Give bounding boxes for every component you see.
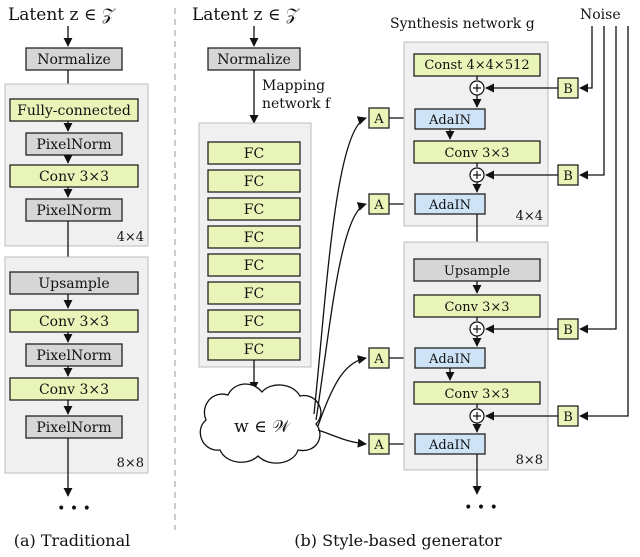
plus-icon-1: [473, 84, 481, 92]
synthesis-conv-label-1: Conv 3×3: [444, 146, 509, 161]
plus-icon-4: [473, 412, 481, 420]
traditional-upsample-box: [9, 271, 139, 295]
mapping-fc-stack: FC FC FC FC FC FC FC FC: [207, 141, 301, 361]
style-latent-label: Latent z ∈ 𝒵: [192, 5, 300, 25]
mapping-label-1: Mapping: [262, 78, 325, 94]
style-caption: (b) Style-based generator: [294, 531, 502, 550]
fc-box-5: [207, 253, 301, 277]
b-label-4: B: [563, 410, 573, 425]
fc-label-1: FC: [244, 146, 264, 162]
fc-label-7: FC: [244, 314, 264, 330]
traditional-normalize-box: [25, 47, 123, 71]
synthesis-resolution-8x8: 8×8: [516, 453, 543, 468]
fc-box-4: [207, 225, 301, 249]
traditional-conv-box-3: [9, 377, 139, 401]
noise-label: Noise: [580, 7, 621, 23]
style-based-generator: Latent z ∈ 𝒵 Normalize Mapping network f…: [192, 5, 629, 550]
traditional-latent-label: Latent z ∈ 𝒵: [8, 5, 116, 25]
traditional-fc-label: Fully-connected: [17, 103, 131, 119]
w-space-label: w ∈ 𝒲: [234, 417, 292, 437]
fc-label-2: FC: [244, 174, 264, 190]
a-label-4: A: [373, 438, 384, 453]
b-label-1: B: [563, 82, 573, 97]
traditional-conv-box-1: [9, 164, 139, 188]
traditional-pixelnorm-box-4: [25, 415, 123, 439]
style-ellipsis: • • •: [464, 500, 498, 516]
style-normalize-label: Normalize: [217, 52, 291, 68]
adain-box-2: [414, 193, 486, 215]
traditional-conv-label-1: Conv 3×3: [39, 169, 109, 185]
fc-box-6: [207, 281, 301, 305]
b-label-2: B: [563, 169, 573, 184]
adain-label-3: AdaIN: [428, 352, 471, 367]
adain-label-1: AdaIN: [428, 113, 471, 128]
fc-label-5: FC: [244, 258, 264, 274]
synthesis-resolution-4x4: 4×4: [516, 209, 543, 224]
fc-label-6: FC: [244, 286, 264, 302]
adain-box-4: [414, 433, 486, 455]
fc-box-7: [207, 309, 301, 333]
traditional-pixelnorm-box-1: [25, 132, 123, 156]
traditional-caption: (a) Traditional: [14, 531, 130, 550]
traditional-conv-label-2: Conv 3×3: [39, 314, 109, 330]
traditional-pixelnorm-label-4: PixelNorm: [36, 420, 111, 436]
fc-box-3: [207, 197, 301, 221]
traditional-pixelnorm-label-1: PixelNorm: [36, 137, 111, 153]
traditional-pixelnorm-box-2: [25, 198, 123, 222]
adain-label-2: AdaIN: [428, 198, 471, 213]
b-label-3: B: [563, 323, 573, 338]
traditional-resolution-4x4: 4×4: [117, 230, 144, 245]
a-label-1: A: [373, 112, 384, 127]
fc-label-8: FC: [244, 342, 264, 358]
synthesis-network-label: Synthesis network g: [390, 16, 535, 32]
noise-connectors: [485, 26, 629, 421]
traditional-conv-label-3: Conv 3×3: [39, 382, 109, 398]
traditional-upsample-label: Upsample: [38, 276, 109, 292]
traditional-fc-box: [9, 98, 139, 122]
plus-icon-3: [473, 325, 481, 333]
traditional-pixelnorm-label-2: PixelNorm: [36, 203, 111, 219]
noise-b-boxes: B B B B: [557, 77, 579, 427]
fc-box-1: [207, 141, 301, 165]
style-affine-a-boxes: A A A A: [368, 107, 390, 455]
fc-label-4: FC: [244, 230, 264, 246]
mapping-label-2: network f: [262, 96, 332, 112]
traditional-conv-box-2: [9, 309, 139, 333]
traditional-network: Latent z ∈ 𝒵 Normalize Fully-connected P…: [4, 5, 149, 550]
synthesis-upsample-label: Upsample: [444, 264, 511, 279]
fc-label-3: FC: [244, 202, 264, 218]
w-space-cloud: [199, 383, 322, 464]
fc-box-2: [207, 169, 301, 193]
plus-icon-2: [473, 171, 481, 179]
synthesis-conv-label-3: Conv 3×3: [444, 387, 509, 402]
synthesis-conv-label-2: Conv 3×3: [444, 300, 509, 315]
w-to-a-connectors: [313, 116, 367, 448]
traditional-pixelnorm-box-3: [25, 343, 123, 367]
a-label-3: A: [373, 352, 384, 367]
traditional-resolution-8x8: 8×8: [117, 456, 144, 471]
traditional-ellipsis: • • •: [57, 501, 91, 517]
adain-label-4: AdaIN: [428, 438, 471, 453]
a-label-2: A: [373, 198, 384, 213]
traditional-normalize-label: Normalize: [37, 52, 111, 68]
const-label: Const 4×4×512: [424, 58, 529, 73]
traditional-pixelnorm-label-3: PixelNorm: [36, 348, 111, 364]
